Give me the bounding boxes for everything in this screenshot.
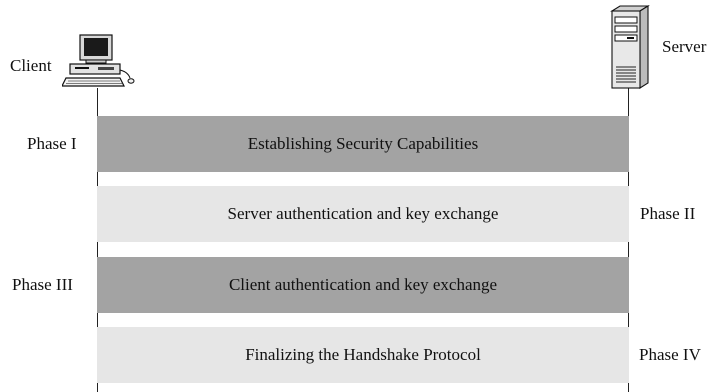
phase-1-label: Phase I bbox=[27, 134, 77, 153]
phase-4-band: Finalizing the Handshake Protocol bbox=[97, 327, 629, 383]
phase-1-band: Establishing Security Capabilities bbox=[97, 116, 629, 172]
phase-3-label: Phase III bbox=[12, 275, 73, 294]
phase-3-text: Client authentication and key exchange bbox=[228, 275, 498, 294]
desktop-computer-icon bbox=[62, 34, 135, 87]
phase-2-label: Phase II bbox=[640, 204, 696, 223]
client-label: Client bbox=[10, 56, 52, 75]
phase-3-band: Client authentication and key exchange bbox=[97, 257, 629, 313]
phase-2-text: Server authentication and key exchange bbox=[227, 204, 499, 223]
phase-4-text: Finalizing the Handshake Protocol bbox=[245, 345, 481, 364]
phase-2-band: Server authentication and key exchange bbox=[97, 186, 629, 242]
phase-1-text: Establishing Security Capabilities bbox=[247, 134, 479, 153]
server-tower-icon bbox=[610, 5, 650, 89]
phase-4-label: Phase IV bbox=[639, 345, 701, 364]
server-label: Server bbox=[662, 37, 707, 56]
